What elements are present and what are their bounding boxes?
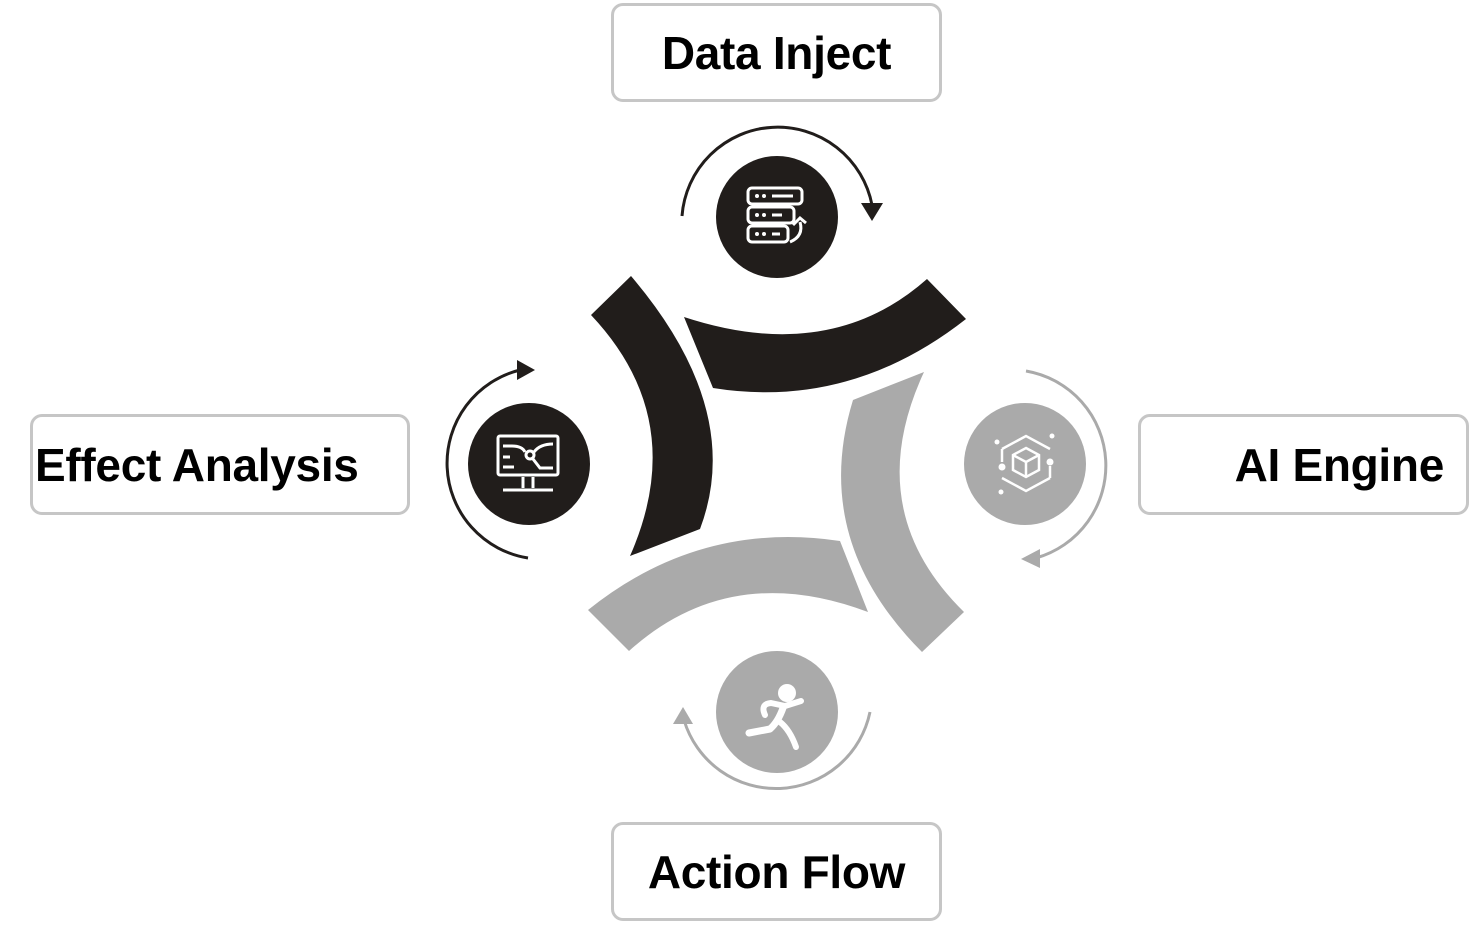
arrowhead-top xyxy=(861,203,883,221)
cycle-arrow-top xyxy=(680,125,874,217)
label-box-action-flow: Action Flow xyxy=(611,822,942,921)
icon-circle-effect-analysis xyxy=(468,403,590,525)
monitor-analysis-icon xyxy=(496,434,560,492)
icon-circle-action-flow xyxy=(716,651,838,773)
stage-data-inject xyxy=(680,125,883,278)
cycle-arrow-left xyxy=(445,368,529,560)
stage-label: Data Inject xyxy=(661,26,892,79)
arrowhead-left xyxy=(517,360,535,380)
stage-label: Effect Analysis xyxy=(35,438,359,491)
label-box-data-inject: Data Inject xyxy=(611,3,942,102)
band-left xyxy=(591,276,713,556)
arrowhead-right xyxy=(1021,549,1040,568)
arrowhead-bottom xyxy=(673,707,693,724)
band-bottom xyxy=(588,537,868,651)
running-person-icon xyxy=(745,684,804,750)
band-right xyxy=(841,372,964,652)
stage-label: AI Engine xyxy=(1234,438,1445,491)
stage-label: Action Flow xyxy=(647,845,906,898)
label-box-effect-analysis: Effect Analysis xyxy=(30,414,410,515)
label-box-ai-engine: AI Engine xyxy=(1138,414,1469,515)
cube-hexagon-icon xyxy=(1000,434,1052,493)
cycle-arrow-bottom xyxy=(682,711,872,790)
cycle-arrow-right xyxy=(1025,369,1108,560)
icon-circle-data-inject xyxy=(716,156,838,278)
server-database-icon xyxy=(746,186,807,244)
center-shape xyxy=(588,276,966,652)
band-top xyxy=(684,279,966,393)
stage-ai-engine xyxy=(964,369,1108,568)
stage-action-flow xyxy=(673,651,872,790)
stage-effect-analysis xyxy=(445,360,590,560)
